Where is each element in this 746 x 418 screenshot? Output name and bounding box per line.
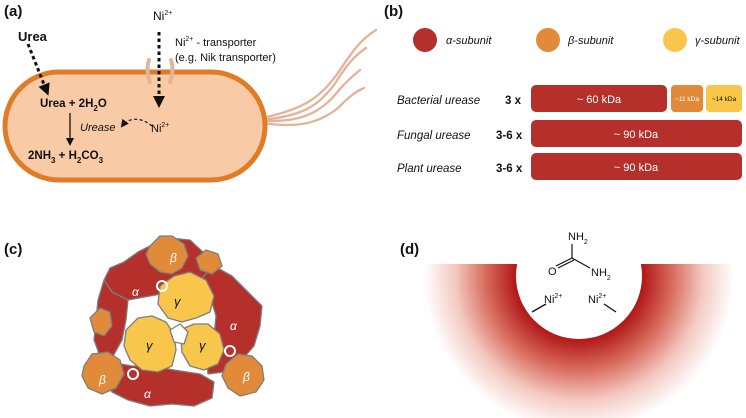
trimer-labels: β α α α β β γ γ γ [98, 251, 250, 401]
urea-uptake-arrow [26, 43, 50, 96]
nh2-top-label: NH2 [568, 231, 588, 246]
beta-label-left: β [98, 373, 106, 387]
fungal-urease-row: Fungal urease 3-6 x ~ 90 kDa [397, 120, 742, 147]
beta-subunit-left [81, 351, 125, 395]
gamma-label-right: γ [199, 338, 207, 353]
beta-subunit-right [221, 353, 265, 397]
transporter-example-label: (e.g. Nik transporter) [175, 52, 276, 64]
gamma-label-left: γ [146, 338, 154, 353]
gamma-legend-swatch [663, 28, 687, 52]
panel-b-label: (b) [384, 3, 403, 20]
bacterial-alpha-mass: ~ 60 kDa [577, 94, 622, 106]
active-site-pocket [424, 200, 734, 418]
beta-legend-swatch [536, 28, 560, 52]
panel-c-label: (c) [4, 241, 22, 258]
ni-transporter [145, 58, 175, 84]
active-site-1 [156, 280, 168, 292]
plant-alpha-mass: ~ 90 kDa [614, 162, 659, 174]
bacterial-beta-mass: ~11 kDa [675, 96, 699, 103]
gamma-legend-label: γ-subunit [695, 35, 741, 47]
beta-subunit-top-right [195, 249, 223, 275]
gamma-label-top: γ [174, 294, 182, 309]
fungal-urease-label: Fungal urease [397, 130, 471, 142]
ni-cell-label: Ni2+ [151, 122, 169, 135]
ni-right-label: Ni2+ [588, 293, 606, 306]
alpha-label-top: α [132, 285, 140, 299]
bacterial-urease-label: Bacterial urease [397, 95, 480, 107]
c-n-bond-right [571, 257, 591, 269]
panel-a: (a) Urea Ni2+ Ni2+ - transporter (e.g. N… [2, 3, 378, 183]
alpha-label-right: α [230, 319, 238, 333]
oxygen-label: O [548, 266, 557, 278]
alpha-label-bottom: α [144, 387, 152, 401]
gamma-subunit-top [157, 271, 215, 323]
nickel-activation-arrow [120, 118, 153, 128]
nh2-right-label: NH2 [591, 267, 611, 282]
active-site-3 [127, 368, 139, 380]
c-o-bond [555, 257, 573, 267]
fungal-alpha-mass: ~ 90 kDa [614, 129, 659, 141]
gamma-subunit-right [179, 323, 225, 371]
ni-left-ligand [531, 303, 547, 313]
transporter-label: Ni2+ - transporter [175, 36, 257, 49]
ni-left-label: Ni2+ [544, 293, 562, 306]
bacterial-cell [2, 69, 268, 183]
beta-legend-label: β-subunit [567, 35, 614, 47]
plant-urease-label: Plant urease [397, 163, 462, 175]
beta-subunit-left-upper [89, 307, 113, 337]
bacterial-gamma-mass: ~14 kDa [712, 96, 737, 103]
beta-subunit-top [145, 235, 189, 275]
products-label: 2NH3 + H2CO3 [28, 150, 104, 165]
beta-label-right: β [242, 370, 250, 384]
alpha-legend-label: α-subunit [446, 35, 492, 47]
panel-a-label: (a) [4, 3, 22, 20]
bacterial-gamma-bar [706, 85, 742, 112]
plant-alpha-bar [531, 153, 742, 180]
bacterial-multiplicity: 3 x [505, 95, 522, 107]
plant-urease-row: Plant urease 3-6 x ~ 90 kDa [397, 153, 742, 180]
panel-d: (d) NH2 O NH2 Ni2+ Ni2+ [400, 200, 734, 418]
ni-right-ligand [603, 303, 617, 313]
urea-molecule [555, 244, 591, 269]
alpha-legend-swatch [413, 28, 437, 52]
subunit-legend: α-subunit β-subunit γ-subunit [413, 28, 741, 52]
central-pore [169, 323, 189, 345]
gamma-subunit-left [123, 315, 177, 373]
c-o-double-bond [557, 259, 575, 269]
panel-c: (c) β α α α [4, 235, 265, 407]
urease-trimer [81, 235, 265, 407]
bacterial-alpha-bar [531, 85, 667, 112]
fungal-multiplicity: 3-6 x [496, 130, 523, 142]
reactants-label: Urea + 2H2O [40, 98, 107, 113]
beta-label-top: β [169, 251, 177, 265]
active-site-2 [224, 345, 236, 357]
panel-b: (b) α-subunit β-subunit γ-subunit Bacter… [384, 3, 742, 180]
fungal-alpha-bar [531, 120, 742, 147]
urease-label: Urease [80, 122, 115, 134]
bacterial-beta-bar [671, 85, 703, 112]
flagella [260, 28, 378, 127]
ni-top-label: Ni2+ [153, 9, 172, 23]
pocket-cavity [516, 213, 642, 339]
bacterial-urease-row: Bacterial urease 3 x ~ 60 kDa ~11 kDa ~1… [397, 85, 742, 112]
panel-d-label: (d) [400, 241, 419, 258]
plant-multiplicity: 3-6 x [496, 163, 523, 175]
urea-label: Urea [18, 29, 48, 44]
